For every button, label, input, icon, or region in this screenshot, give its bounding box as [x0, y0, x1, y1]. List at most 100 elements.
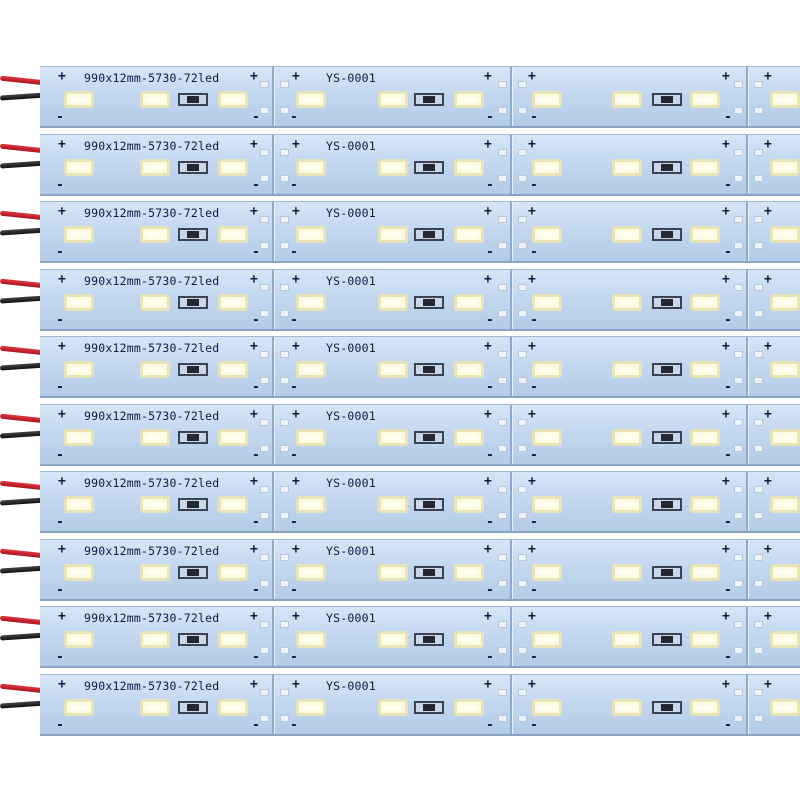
- part-number: YS-0001: [326, 341, 376, 355]
- segment-divider: [746, 540, 748, 599]
- smd-led-5730: [612, 631, 642, 648]
- smd-led-5730: [690, 226, 720, 243]
- smd-led-5730: [454, 631, 484, 648]
- smd-led-5730: [378, 91, 408, 108]
- solder-pad: [280, 175, 289, 182]
- smd-led-5730: [532, 226, 562, 243]
- segment-divider: [272, 472, 274, 531]
- segment-divider: [272, 540, 274, 599]
- polarity-minus: -: [530, 515, 538, 530]
- polarity-minus: -: [290, 583, 298, 598]
- solder-pad: [280, 621, 289, 628]
- solder-pad: [518, 715, 527, 722]
- polarity-minus: -: [486, 448, 494, 463]
- smd-led-5730: [140, 294, 170, 311]
- polarity-minus: -: [290, 448, 298, 463]
- smd-led-5730: [612, 564, 642, 581]
- smd-led-5730: [378, 361, 408, 378]
- smd-led-5730: [770, 159, 800, 176]
- polarity-minus: -: [56, 515, 64, 530]
- smd-led-5730: [218, 564, 248, 581]
- polarity-minus: -: [252, 718, 260, 733]
- smd-led-5730: [690, 496, 720, 513]
- resistor: [178, 228, 208, 241]
- strip-label: 990x12mm-5730-72led: [84, 274, 220, 288]
- solder-pad: [260, 445, 269, 452]
- smd-led-5730: [378, 226, 408, 243]
- polarity-plus: +: [528, 272, 536, 287]
- solder-pad: [260, 81, 269, 88]
- smd-led-5730: [218, 91, 248, 108]
- solder-pad: [754, 149, 763, 156]
- polarity-minus: -: [56, 178, 64, 193]
- resistor: [414, 431, 444, 444]
- smd-led-5730: [218, 631, 248, 648]
- resistor: [652, 161, 682, 174]
- resistor: [414, 228, 444, 241]
- polarity-minus: -: [530, 583, 538, 598]
- resistor: [178, 498, 208, 511]
- polarity-plus: +: [484, 137, 492, 152]
- polarity-plus: +: [292, 474, 300, 489]
- polarity-minus: -: [56, 313, 64, 328]
- polarity-plus: +: [58, 272, 66, 287]
- polarity-plus: +: [528, 474, 536, 489]
- smd-led-5730: [296, 631, 326, 648]
- polarity-plus: +: [722, 407, 730, 422]
- solder-pad: [734, 310, 743, 317]
- polarity-minus: -: [290, 245, 298, 260]
- polarity-plus: +: [292, 542, 300, 557]
- polarity-plus: +: [764, 609, 772, 624]
- smd-led-5730: [140, 429, 170, 446]
- part-number: YS-0001: [326, 206, 376, 220]
- polarity-plus: +: [528, 609, 536, 624]
- smd-led-5730: [532, 429, 562, 446]
- polarity-plus: +: [292, 204, 300, 219]
- solder-pad: [498, 242, 507, 249]
- solder-pad: [260, 647, 269, 654]
- polarity-plus: +: [764, 677, 772, 692]
- part-number: YS-0001: [326, 679, 376, 693]
- solder-pad: [260, 512, 269, 519]
- solder-pad: [498, 81, 507, 88]
- segment-divider: [746, 472, 748, 531]
- polarity-minus: -: [724, 313, 732, 328]
- smd-led-5730: [454, 699, 484, 716]
- solder-pad: [518, 216, 527, 223]
- solder-pad: [280, 149, 289, 156]
- smd-led-5730: [64, 159, 94, 176]
- polarity-plus: +: [58, 677, 66, 692]
- solder-pad: [260, 149, 269, 156]
- smd-led-5730: [296, 361, 326, 378]
- polarity-minus: -: [252, 313, 260, 328]
- solder-pad: [754, 621, 763, 628]
- polarity-minus: -: [724, 178, 732, 193]
- smd-led-5730: [218, 159, 248, 176]
- polarity-minus: -: [290, 718, 298, 733]
- polarity-minus: -: [530, 178, 538, 193]
- solder-pad: [260, 377, 269, 384]
- resistor: [652, 633, 682, 646]
- solder-pad: [498, 445, 507, 452]
- polarity-plus: +: [484, 339, 492, 354]
- part-number: YS-0001: [326, 139, 376, 153]
- solder-pad: [498, 216, 507, 223]
- smd-led-5730: [532, 361, 562, 378]
- solder-pad: [754, 175, 763, 182]
- smd-led-5730: [140, 361, 170, 378]
- solder-pad: [260, 310, 269, 317]
- smd-led-5730: [770, 91, 800, 108]
- part-number: YS-0001: [326, 611, 376, 625]
- polarity-plus: +: [250, 474, 258, 489]
- polarity-plus: +: [722, 204, 730, 219]
- strip-label: 990x12mm-5730-72led: [84, 71, 220, 85]
- smd-led-5730: [140, 699, 170, 716]
- polarity-minus: -: [486, 718, 494, 733]
- polarity-plus: +: [722, 677, 730, 692]
- solder-pad: [518, 580, 527, 587]
- smd-led-5730: [140, 226, 170, 243]
- polarity-plus: +: [58, 609, 66, 624]
- polarity-minus: -: [724, 110, 732, 125]
